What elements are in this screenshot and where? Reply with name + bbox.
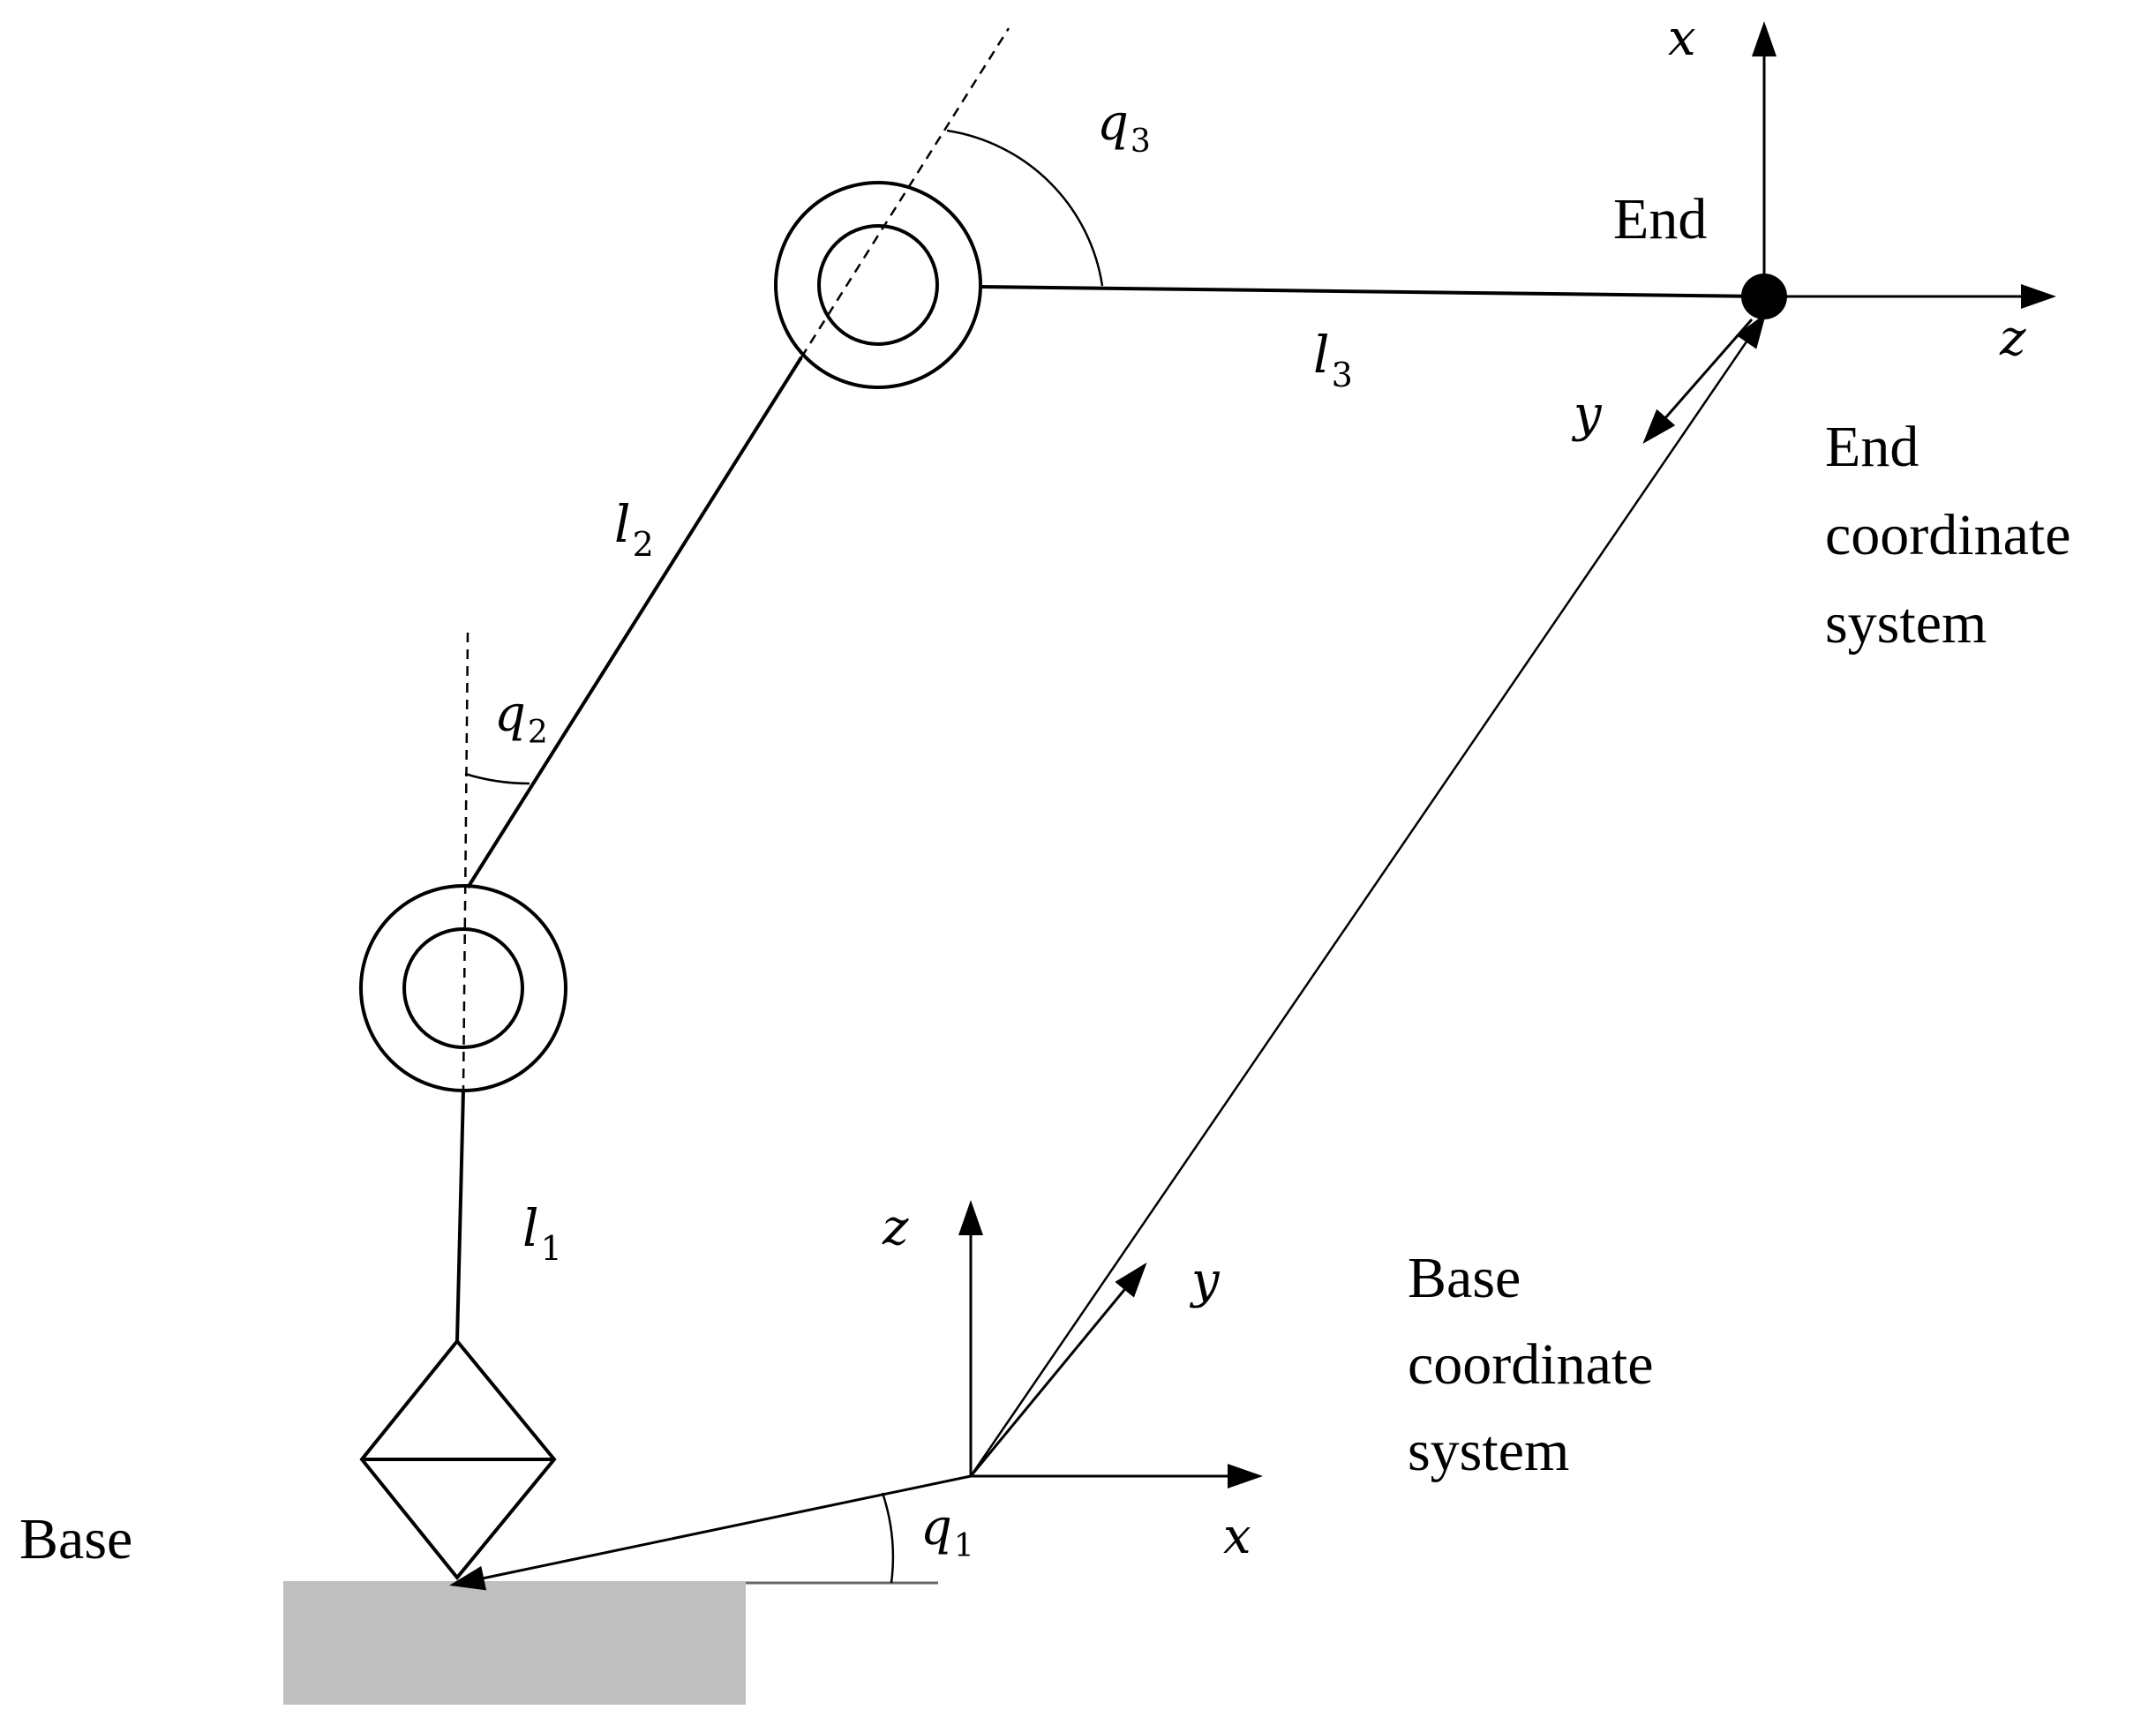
link-l1-label: l1 (522, 1198, 562, 1268)
link-l1 (455, 1090, 465, 1342)
end-axis-y-arrow (1642, 319, 1754, 445)
link-l3 (980, 285, 1765, 298)
angle-q2-label: q2 (494, 686, 548, 751)
base-to-ground-vector (449, 1474, 972, 1591)
svg-text:coordinate: coordinate (1408, 1332, 1654, 1397)
angle-q3-arc (946, 129, 1104, 287)
base-axis-y-arrow (969, 1262, 1147, 1477)
link-l3-label: l3 (1313, 325, 1353, 394)
base-joint-diamond (359, 1338, 557, 1581)
svg-text:coordinate: coordinate (1825, 503, 2071, 567)
svg-text:system: system (1825, 591, 1987, 656)
svg-text:system: system (1408, 1419, 1569, 1483)
link-l2-label: l2 (614, 494, 654, 564)
joint-3 (774, 181, 982, 389)
base-coordinate-system-label: Base coordinate system (1408, 1246, 1654, 1483)
end-axis-y-label: y (1571, 386, 1603, 443)
end-label: End (1613, 187, 1707, 251)
end-axis-z-label: z (1999, 310, 2026, 367)
position-vector-line (969, 312, 1767, 1477)
joint-3-extension-reference (800, 27, 1010, 358)
angle-q2-arc (464, 772, 530, 785)
link-l2 (466, 356, 803, 889)
angle-q1-label: q1 (920, 1499, 974, 1564)
joint-2-vertical-reference (462, 632, 470, 1091)
angle-q3-label: q3 (1097, 94, 1151, 160)
end-axis-x-label: x (1668, 10, 1696, 67)
angle-q1-arc (881, 1492, 895, 1584)
base-axis-z-label: z (882, 1199, 909, 1256)
base-label: Base (19, 1507, 132, 1571)
base-axis-y-label: y (1189, 1252, 1221, 1309)
end-coordinate-system-label: End coordinate system (1825, 415, 2071, 656)
svg-text:End: End (1825, 415, 1919, 479)
base-axis-x-label: x (1223, 1508, 1251, 1565)
ground-block (283, 1581, 746, 1705)
svg-text:Base: Base (1408, 1246, 1521, 1310)
